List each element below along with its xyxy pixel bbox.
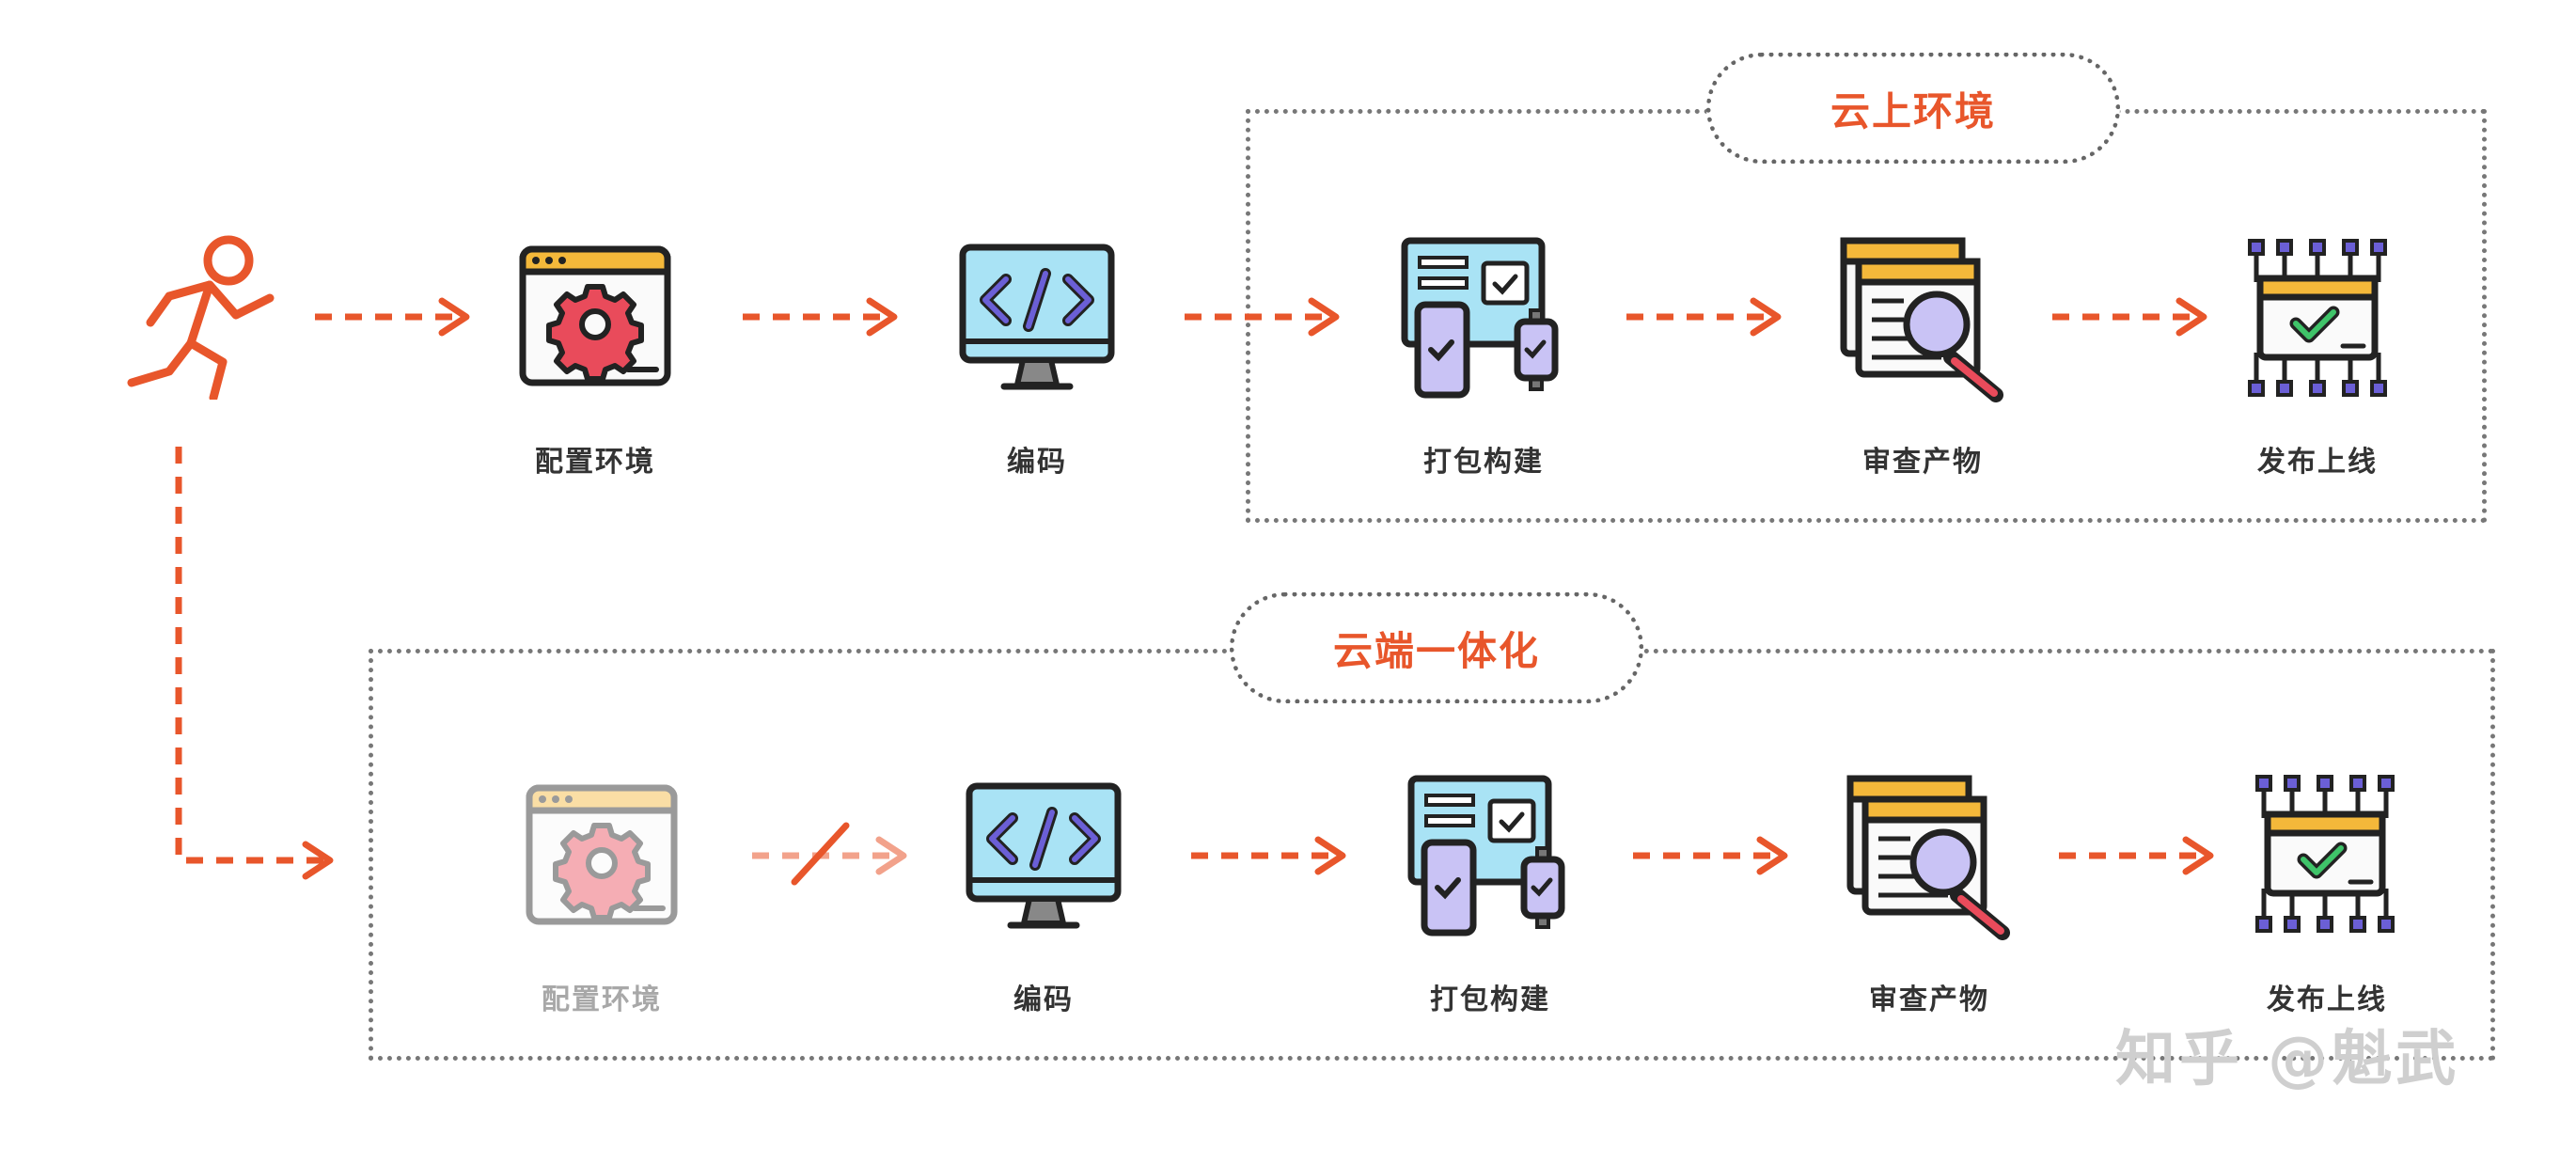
- arrow-code-to-build: [1185, 297, 1340, 337]
- arrow-build-to-review: [1626, 297, 1782, 337]
- cloud-env-group-title: 云上环境: [1706, 53, 2120, 164]
- code-monitor-icon: [966, 782, 1122, 929]
- runner-icon: [127, 235, 275, 400]
- step-label-config-top: 配置环境: [535, 446, 655, 479]
- step-label-release-top: 发布上线: [2257, 446, 2378, 479]
- step-label-code-top: 编码: [1007, 446, 1067, 479]
- release-circuit-check-icon: [2248, 239, 2387, 397]
- document-review-magnifier-icon: [1840, 237, 2003, 402]
- step-label-review-bottom: 审查产物: [1869, 984, 1989, 1016]
- step-label-build-bottom: 打包构建: [1430, 984, 1550, 1016]
- step-label-release-bottom: 发布上线: [2267, 984, 2387, 1016]
- document-review-magnifier-icon: [1846, 775, 2010, 940]
- step-label-review-top: 审查产物: [1862, 446, 1983, 479]
- watermark: 知乎 @魁武: [2115, 1025, 2460, 1094]
- arrow-review-to-release: [2052, 297, 2207, 337]
- arrow-start-to-config: [315, 297, 470, 337]
- step-label-code-bottom: 编码: [1013, 984, 1074, 1016]
- multi-device-build-icon: [1401, 237, 1559, 399]
- arrow-code-to-build-bottom: [1191, 836, 1346, 875]
- code-monitor-icon: [959, 244, 1115, 390]
- arrow-start-to-bottom-row: [175, 447, 334, 880]
- step-label-build-top: 打包构建: [1423, 446, 1544, 479]
- multi-device-build-icon: [1407, 775, 1565, 937]
- step-label-config-bottom: 配置环境: [542, 984, 662, 1016]
- arrow-config-to-code-skipped: [752, 822, 907, 886]
- config-gear-window-icon: [519, 245, 671, 386]
- arrow-config-to-code: [743, 297, 898, 337]
- config-gear-window-icon-faded: [526, 784, 678, 925]
- cloud-edge-group-title: 云端一体化: [1230, 592, 1643, 703]
- release-circuit-check-icon: [2255, 775, 2395, 933]
- arrow-build-to-review-bottom: [1633, 836, 1788, 875]
- arrow-review-to-release-bottom: [2059, 836, 2214, 875]
